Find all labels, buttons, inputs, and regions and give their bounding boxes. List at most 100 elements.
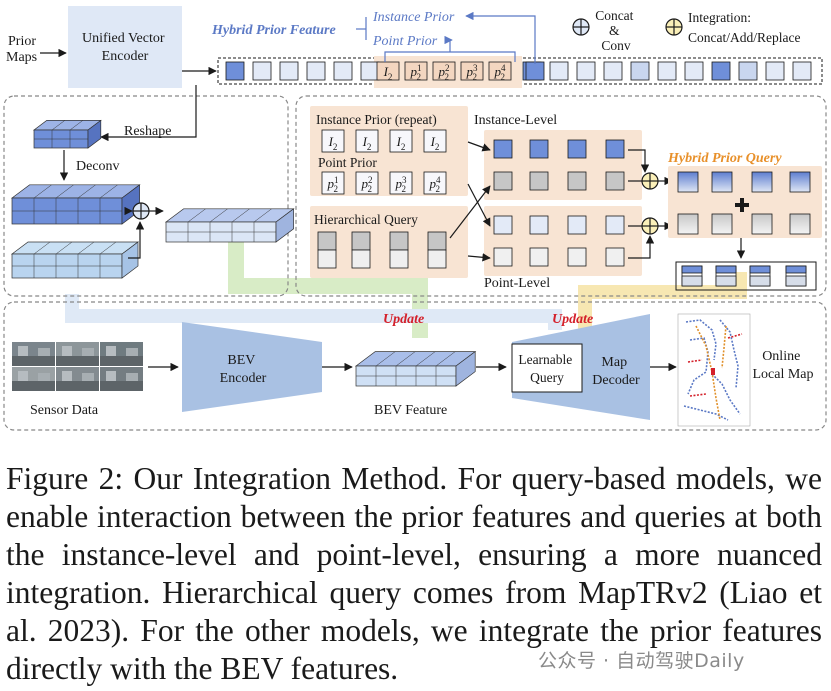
query-token-bottom	[389, 249, 409, 269]
hybrid-query-output-tokens	[681, 265, 807, 287]
instance-query-cell	[567, 171, 587, 191]
map-polyline	[683, 405, 729, 421]
hierarchical-query-label: Hierarchical Query	[314, 212, 418, 227]
instance-query-cell	[605, 171, 625, 191]
strip-cell	[306, 61, 326, 81]
query-token-top	[389, 231, 409, 251]
bev-feature-label: BEV Feature	[374, 403, 447, 418]
update-label-bev: Update	[383, 312, 424, 327]
token-label: I2	[362, 134, 372, 152]
token-label: I2	[383, 64, 393, 82]
hybrid-instance-cell	[751, 171, 773, 193]
hybrid-token	[432, 61, 456, 81]
figure-caption: Figure 2: Our Integration Method. For qu…	[6, 461, 822, 686]
update-label-query: Update	[552, 312, 593, 327]
hybrid-token	[488, 61, 512, 81]
integration-legend: Integration: Concat/Add/Replace	[688, 10, 800, 45]
instance-level-label: Instance-Level	[474, 113, 557, 128]
strip-cell	[549, 61, 569, 81]
point-prior-cell	[605, 215, 625, 235]
hierarchical-query-tokens	[317, 231, 447, 269]
hybrid-point-cell	[711, 213, 733, 235]
map-polyline	[687, 337, 709, 395]
query-token-top	[427, 231, 447, 251]
svg-text:Unified Vector Encoder: Unified Vector Encoder	[82, 31, 168, 64]
hybrid-prior-feature-label: Hybrid Prior Feature	[211, 23, 336, 38]
watermark: 公众号 · 自动驾驶Daily	[538, 650, 745, 672]
token-label: I2	[328, 134, 338, 152]
instance-prior-cell	[529, 139, 549, 159]
strip-cell	[279, 61, 299, 81]
strip-cell	[684, 61, 704, 81]
sensor-data-images	[12, 342, 143, 391]
instance-token	[423, 129, 447, 153]
map-polyline	[685, 319, 717, 361]
prior-maps-label: Prior Maps	[6, 34, 40, 65]
instance-prior-repeat-label: Instance Prior (repeat)	[316, 112, 437, 127]
hybrid-prior-query-tokens	[677, 171, 811, 235]
query-token-top	[351, 231, 371, 251]
strip-cell	[333, 61, 353, 81]
point-prior-cell	[567, 215, 587, 235]
instance-query-cell	[493, 171, 513, 191]
svg-text:BEV Encoder: BEV Encoder	[220, 353, 267, 386]
bev-feature-cube	[354, 350, 477, 387]
add-icon	[735, 198, 749, 212]
online-local-map-preview	[677, 313, 751, 427]
instance-token	[355, 129, 379, 153]
strip-cell	[525, 61, 545, 81]
hybrid-point-cell	[789, 213, 811, 235]
point-query-cell	[567, 247, 587, 267]
point-query-cell	[605, 247, 625, 267]
token-label: I2	[430, 134, 440, 152]
point-query-cell	[529, 247, 549, 267]
hybrid-point-cell	[751, 213, 773, 235]
reshape-label: Reshape	[124, 124, 171, 139]
instance-prior-cell	[605, 139, 625, 159]
hybrid-instance-cell	[677, 171, 699, 193]
yellow-update-band	[578, 272, 747, 330]
query-token-bottom	[427, 249, 447, 269]
strip-cell	[738, 61, 758, 81]
strip-cell	[792, 61, 812, 81]
base-pipeline-region	[3, 301, 827, 431]
map-polyline	[721, 325, 727, 369]
point-prior-label: Point Prior	[372, 34, 438, 49]
fused-bev-cube	[164, 208, 295, 243]
strip-cell	[711, 61, 731, 81]
level-tokens	[493, 139, 625, 267]
map-polyline	[711, 373, 741, 415]
map-polyline	[687, 359, 703, 363]
point-token	[355, 171, 379, 195]
hybrid-token	[404, 61, 428, 81]
hybrid-prior-query-box	[668, 166, 822, 238]
query-token-bottom	[351, 249, 371, 269]
point-level-box	[484, 206, 642, 276]
map-polyline	[719, 319, 739, 389]
strip-cell	[225, 61, 245, 81]
instance-level-box	[484, 130, 642, 200]
hybrid-instance-cell	[711, 171, 733, 193]
point-prior-cell	[529, 215, 549, 235]
strip-cell	[657, 61, 677, 81]
query-fusion-region	[295, 95, 827, 297]
learnable-query-box	[511, 343, 583, 393]
strip-cell	[252, 61, 272, 81]
ego-vehicle	[711, 368, 715, 375]
hybrid-prior-query-label: Hybrid Prior Query	[667, 151, 782, 166]
strip-cell	[360, 61, 380, 81]
instance-token	[321, 129, 345, 153]
lightblue-feedback-band	[65, 294, 562, 330]
point-query-cell	[493, 247, 513, 267]
hybrid-instance-cell	[789, 171, 811, 193]
strip-cell	[630, 61, 650, 81]
instance-prior-cell	[493, 139, 513, 159]
hybrid-query-output-strip	[675, 261, 817, 291]
